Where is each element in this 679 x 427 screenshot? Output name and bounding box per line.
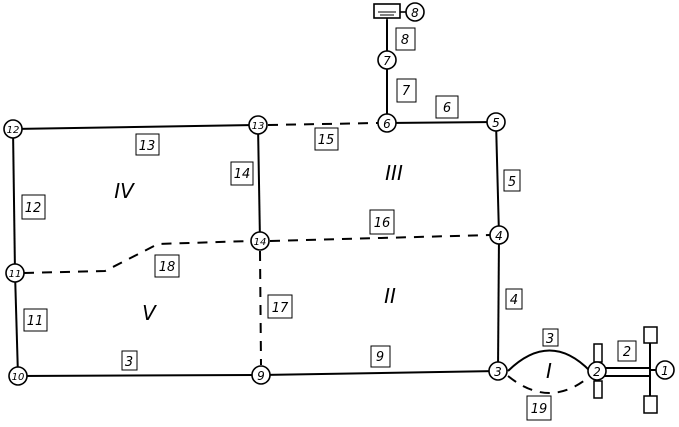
svg-text:5: 5 <box>492 116 500 130</box>
node-3: 3 <box>488 361 508 381</box>
svg-text:14: 14 <box>234 167 251 182</box>
svg-text:19: 19 <box>531 402 548 417</box>
svg-text:4: 4 <box>510 293 518 308</box>
node-6: 6 <box>377 113 397 133</box>
ring-label-III: III <box>385 161 403 185</box>
pipe-label-16: 16 <box>369 209 395 235</box>
svg-text:7: 7 <box>383 54 391 68</box>
svg-text:2: 2 <box>593 365 601 379</box>
pipe-labels: 2 3 3 4 5 6 7 8 9 11 12 13 14 15 16 17 1… <box>21 27 636 421</box>
ring-label-II: II <box>384 284 396 308</box>
svg-text:13: 13 <box>252 121 265 132</box>
pipe-label-18: 18 <box>154 254 180 278</box>
pipe-label-19: 19 <box>526 395 552 421</box>
reservoir-tank <box>373 3 406 22</box>
svg-text:9: 9 <box>376 350 384 365</box>
pipe-label-8: 8 <box>395 27 416 51</box>
pipe-label-9: 9 <box>370 345 391 368</box>
pipe-label-3-top: 3 <box>542 328 559 347</box>
svg-text:17: 17 <box>272 301 289 316</box>
pipe-label-14: 14 <box>230 161 254 186</box>
svg-text:18: 18 <box>159 260 176 275</box>
node-8: 8 <box>405 2 425 22</box>
svg-text:8: 8 <box>401 33 409 48</box>
pipe-3-solid <box>17 374 262 377</box>
pipe-label-17: 17 <box>267 294 293 319</box>
pipe-11-solid <box>14 272 19 377</box>
node-9: 9 <box>251 365 271 385</box>
node-2: 2 <box>587 361 607 381</box>
ring-label-IV: IV <box>114 179 135 203</box>
pipe-18-dashed <box>23 240 251 274</box>
pipe-4-solid <box>497 234 500 372</box>
svg-text:6: 6 <box>383 117 391 131</box>
ring-labels: I II III IV V <box>114 161 552 383</box>
pipe-label-4: 4 <box>505 288 523 310</box>
node-11: 11 <box>5 263 25 283</box>
pipe-label-15: 15 <box>314 127 339 151</box>
svg-text:11: 11 <box>9 269 22 280</box>
node-4: 4 <box>489 225 509 245</box>
svg-text:12: 12 <box>25 201 42 216</box>
ring-label-I: I <box>546 359 552 383</box>
pump-assembly <box>593 326 658 414</box>
svg-text:3: 3 <box>546 332 554 347</box>
svg-text:4: 4 <box>495 229 503 243</box>
solid-pipes <box>12 20 658 397</box>
pipe-label-5: 5 <box>503 169 521 192</box>
pipe-label-3-bottom: 3 <box>121 350 138 371</box>
pipe-label-7: 7 <box>396 78 417 103</box>
pipe-label-12: 12 <box>21 194 46 220</box>
svg-text:1: 1 <box>661 364 669 378</box>
svg-text:16: 16 <box>374 216 391 231</box>
pipe-5-solid <box>495 121 500 236</box>
pipe-6-solid <box>386 121 497 124</box>
pipe-label-11: 11 <box>23 308 48 332</box>
svg-text:10: 10 <box>12 372 25 383</box>
svg-text:3: 3 <box>125 355 133 370</box>
node-12: 12 <box>3 119 23 139</box>
pipe-13-solid <box>12 124 259 130</box>
svg-text:6: 6 <box>443 101 451 116</box>
pipe-9-solid <box>260 370 499 376</box>
node-5: 5 <box>486 112 506 132</box>
svg-text:11: 11 <box>27 314 44 329</box>
node-14: 14 <box>250 231 270 251</box>
pipe-label-6: 6 <box>435 95 459 119</box>
svg-text:12: 12 <box>7 125 20 136</box>
svg-text:2: 2 <box>623 345 631 360</box>
pipe-16-dashed <box>269 234 491 242</box>
svg-text:5: 5 <box>508 175 516 190</box>
pipe-19-dashed <box>507 375 591 394</box>
node-1: 1 <box>655 360 675 380</box>
pipe-label-2-box: 2 <box>617 340 637 362</box>
node-7: 7 <box>377 50 397 70</box>
svg-text:7: 7 <box>402 84 411 99</box>
svg-text:13: 13 <box>139 139 156 154</box>
svg-text:8: 8 <box>411 6 419 20</box>
pipe-12-solid <box>12 128 16 274</box>
svg-text:15: 15 <box>318 133 335 148</box>
pipe-17-dashed <box>259 250 262 366</box>
node-10: 10 <box>8 366 28 386</box>
pipe-label-13: 13 <box>135 133 160 156</box>
svg-text:3: 3 <box>494 365 502 379</box>
dashed-pipes <box>23 122 591 394</box>
pipe-15-dashed <box>267 122 379 126</box>
nodes: 1 2 3 4 5 6 7 8 9 10 11 12 13 14 <box>3 2 675 386</box>
node-13: 13 <box>248 115 268 135</box>
pipe-3-arc <box>507 349 591 372</box>
svg-text:14: 14 <box>254 237 267 248</box>
svg-text:9: 9 <box>257 369 265 383</box>
ring-label-V: V <box>142 301 157 325</box>
pipe-14-solid <box>257 124 261 242</box>
